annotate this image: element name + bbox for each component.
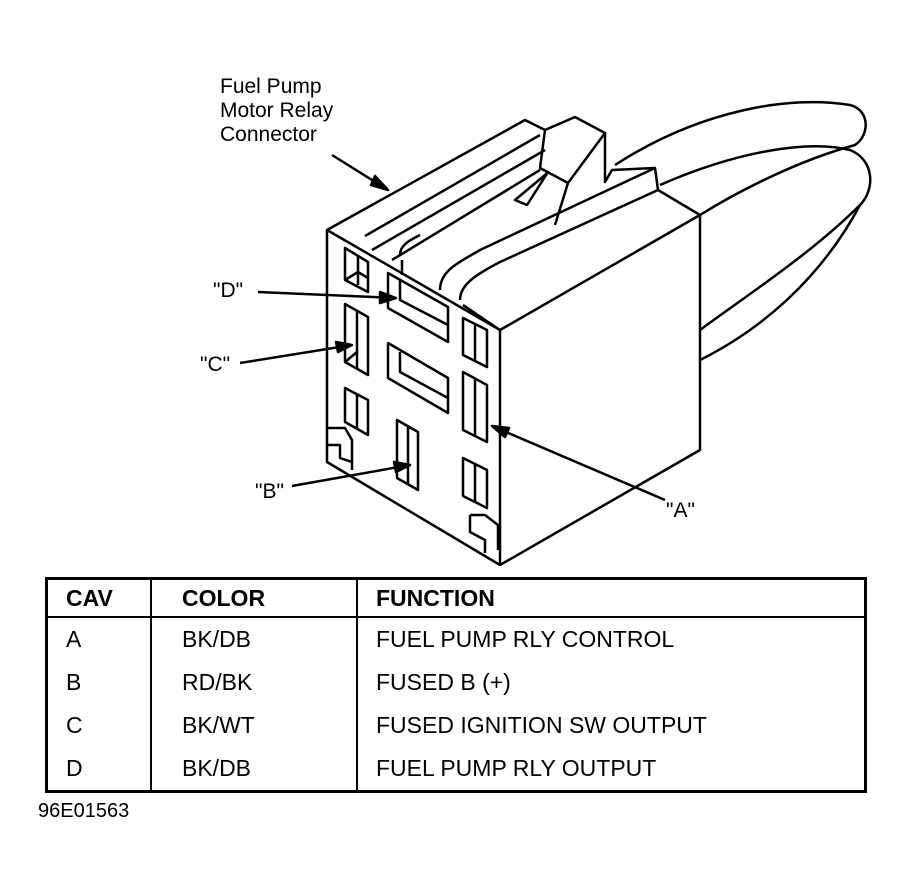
- table-header: CAV COLOR FUNCTION: [46, 578, 867, 618]
- color-cell: RD/BK: [151, 661, 358, 704]
- header-color: COLOR: [151, 578, 358, 618]
- header-cav: CAV: [46, 578, 152, 618]
- cavities: [328, 246, 500, 553]
- header-function: FUNCTION: [357, 578, 867, 618]
- callout-line-1: Fuel Pump: [220, 75, 322, 98]
- table-row: C BK/WT FUSED IGNITION SW OUTPUT: [46, 704, 867, 747]
- function-cell: FUEL PUMP RLY CONTROL: [357, 617, 867, 661]
- leader-arrows: [239, 153, 666, 502]
- cavity-label-a: "A": [666, 499, 695, 522]
- color-cell: BK/DB: [151, 617, 358, 661]
- wires: [614, 100, 872, 362]
- function-cell: FUEL PUMP RLY OUTPUT: [357, 747, 867, 792]
- callout-line-2: Motor Relay: [220, 99, 334, 122]
- function-cell: FUSED IGNITION SW OUTPUT: [357, 704, 867, 747]
- connector-body: [325, 115, 702, 567]
- table-row: D BK/DB FUEL PUMP RLY OUTPUT: [46, 747, 867, 792]
- cavity-label-d: "D": [213, 279, 244, 302]
- cav-cell: B: [46, 661, 152, 704]
- cavity-label-b: "B": [255, 480, 284, 503]
- cavity-label-c: "C": [200, 353, 231, 376]
- color-cell: BK/DB: [151, 747, 358, 792]
- cav-cell: A: [46, 617, 152, 661]
- figure-code: 96E01563: [38, 800, 130, 822]
- table-row: A BK/DB FUEL PUMP RLY CONTROL: [46, 617, 867, 661]
- cav-cell: D: [46, 747, 152, 792]
- table-row: B RD/BK FUSED B (+): [46, 661, 867, 704]
- function-cell: FUSED B (+): [357, 661, 867, 704]
- color-cell: BK/WT: [151, 704, 358, 747]
- cavity-table: CAV COLOR FUNCTION A BK/DB FUEL PUMP RLY…: [45, 577, 867, 793]
- cav-cell: C: [46, 704, 152, 747]
- callout-line-3: Connector: [220, 123, 317, 146]
